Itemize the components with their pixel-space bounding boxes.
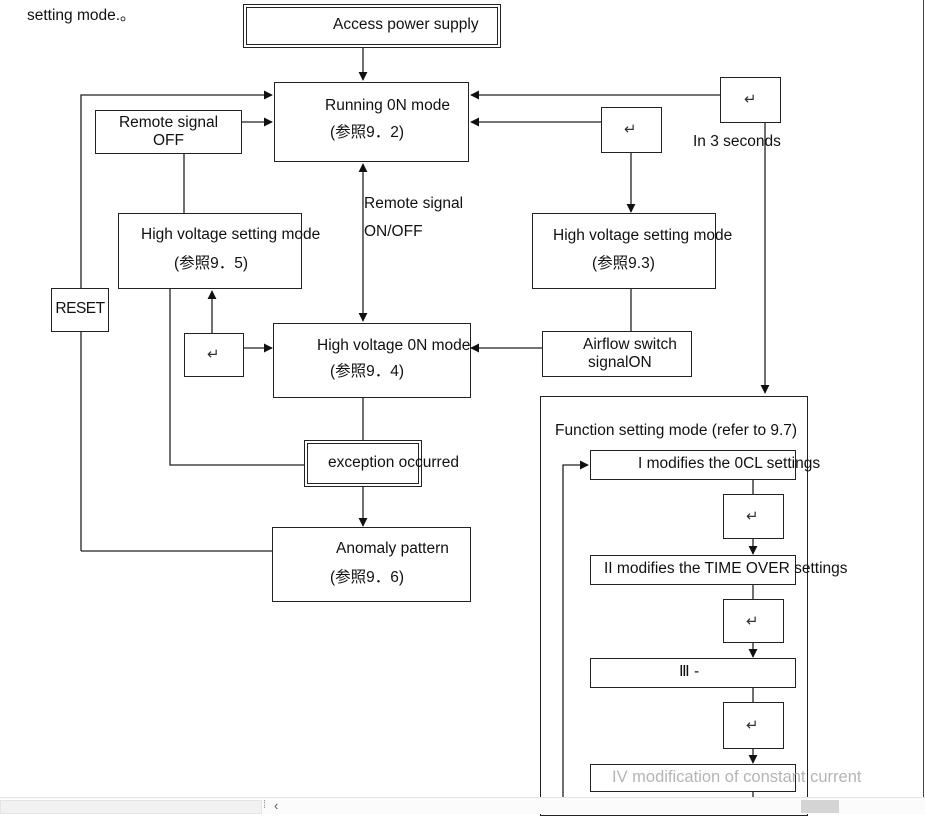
remote-off-box	[95, 110, 242, 154]
enter-key-icon: ↵	[744, 91, 757, 108]
reset-label: RESET	[55, 300, 105, 317]
enter-box-right	[601, 107, 662, 153]
enter-box-step-3	[723, 702, 784, 749]
enter-box-step-2	[723, 599, 784, 643]
arrow-left-icon[interactable]: ‹	[274, 798, 279, 813]
exception-label: exception occurred	[328, 454, 459, 471]
hv-setting-right-title: High voltage setting mode	[553, 227, 733, 244]
enter-key-icon: ↵	[746, 717, 759, 734]
function-step-3-label: Ⅲ -	[679, 663, 700, 680]
function-step-2-label: II modifies the TIME OVER settings	[604, 560, 848, 577]
page-edge	[923, 0, 924, 797]
function-setting-title: Function setting mode (refer to 9.7)	[555, 422, 798, 439]
hv-on-title: High voltage 0N mode	[317, 337, 471, 354]
hv-setting-right-box	[532, 213, 716, 289]
hv-setting-right-ref: (参照9.3)	[592, 255, 655, 272]
running-on-ref: (参照9．2)	[330, 124, 405, 141]
running-on-box	[274, 82, 469, 162]
horizontal-scrollbar[interactable]: ⁞ ‹	[0, 797, 925, 814]
function-step-3	[590, 658, 796, 688]
hv-setting-left-ref: (参照9．5)	[174, 255, 249, 272]
anomaly-ref: (参照9．6)	[330, 569, 405, 586]
anomaly-title: Anomaly pattern	[336, 540, 449, 557]
enter-box-top-right	[720, 77, 781, 123]
remote-signal-label: Remote signal	[364, 195, 464, 212]
enter-key-icon: ↵	[746, 508, 759, 525]
exception-box	[304, 440, 422, 487]
airflow-line2: signalON	[588, 354, 652, 371]
hv-setting-left-title: High voltage setting mode	[141, 226, 321, 243]
hv-on-ref: (参照9．4)	[330, 363, 405, 380]
function-step-4	[590, 764, 796, 792]
airflow-line1: Airflow switch	[583, 336, 677, 353]
remote-off-line1: Remote signal	[118, 114, 219, 131]
running-on-title: Running 0N mode	[325, 97, 450, 114]
scroll-thumb[interactable]	[801, 800, 839, 813]
grip-icon[interactable]: ⁞	[263, 799, 267, 811]
function-step-1-label: I modifies the 0CL settings	[638, 455, 821, 472]
enter-box-step-1	[723, 494, 784, 539]
enter-key-icon: ↵	[624, 121, 637, 138]
intro-text: setting mode.。	[27, 7, 136, 24]
function-step-2	[590, 555, 796, 585]
anomaly-box	[272, 527, 471, 602]
enter-key-icon: ↵	[207, 346, 220, 363]
hv-setting-left-box	[118, 213, 302, 289]
remote-off-line2: OFF	[153, 132, 184, 149]
hv-on-box	[273, 323, 471, 398]
access-power-box	[243, 4, 501, 48]
function-step-1	[590, 450, 796, 480]
reset-box	[51, 288, 109, 332]
access-power-label: Access power supply	[333, 16, 479, 33]
function-step-4-label: IV modification of constant current	[612, 768, 862, 786]
scroll-track-field	[0, 800, 262, 814]
enter-box-left	[184, 333, 244, 377]
enter-key-icon: ↵	[746, 613, 759, 630]
on-off-label: ON/OFF	[364, 223, 423, 240]
airflow-box	[542, 331, 692, 377]
in-3-seconds-label: In 3 seconds	[693, 133, 781, 150]
